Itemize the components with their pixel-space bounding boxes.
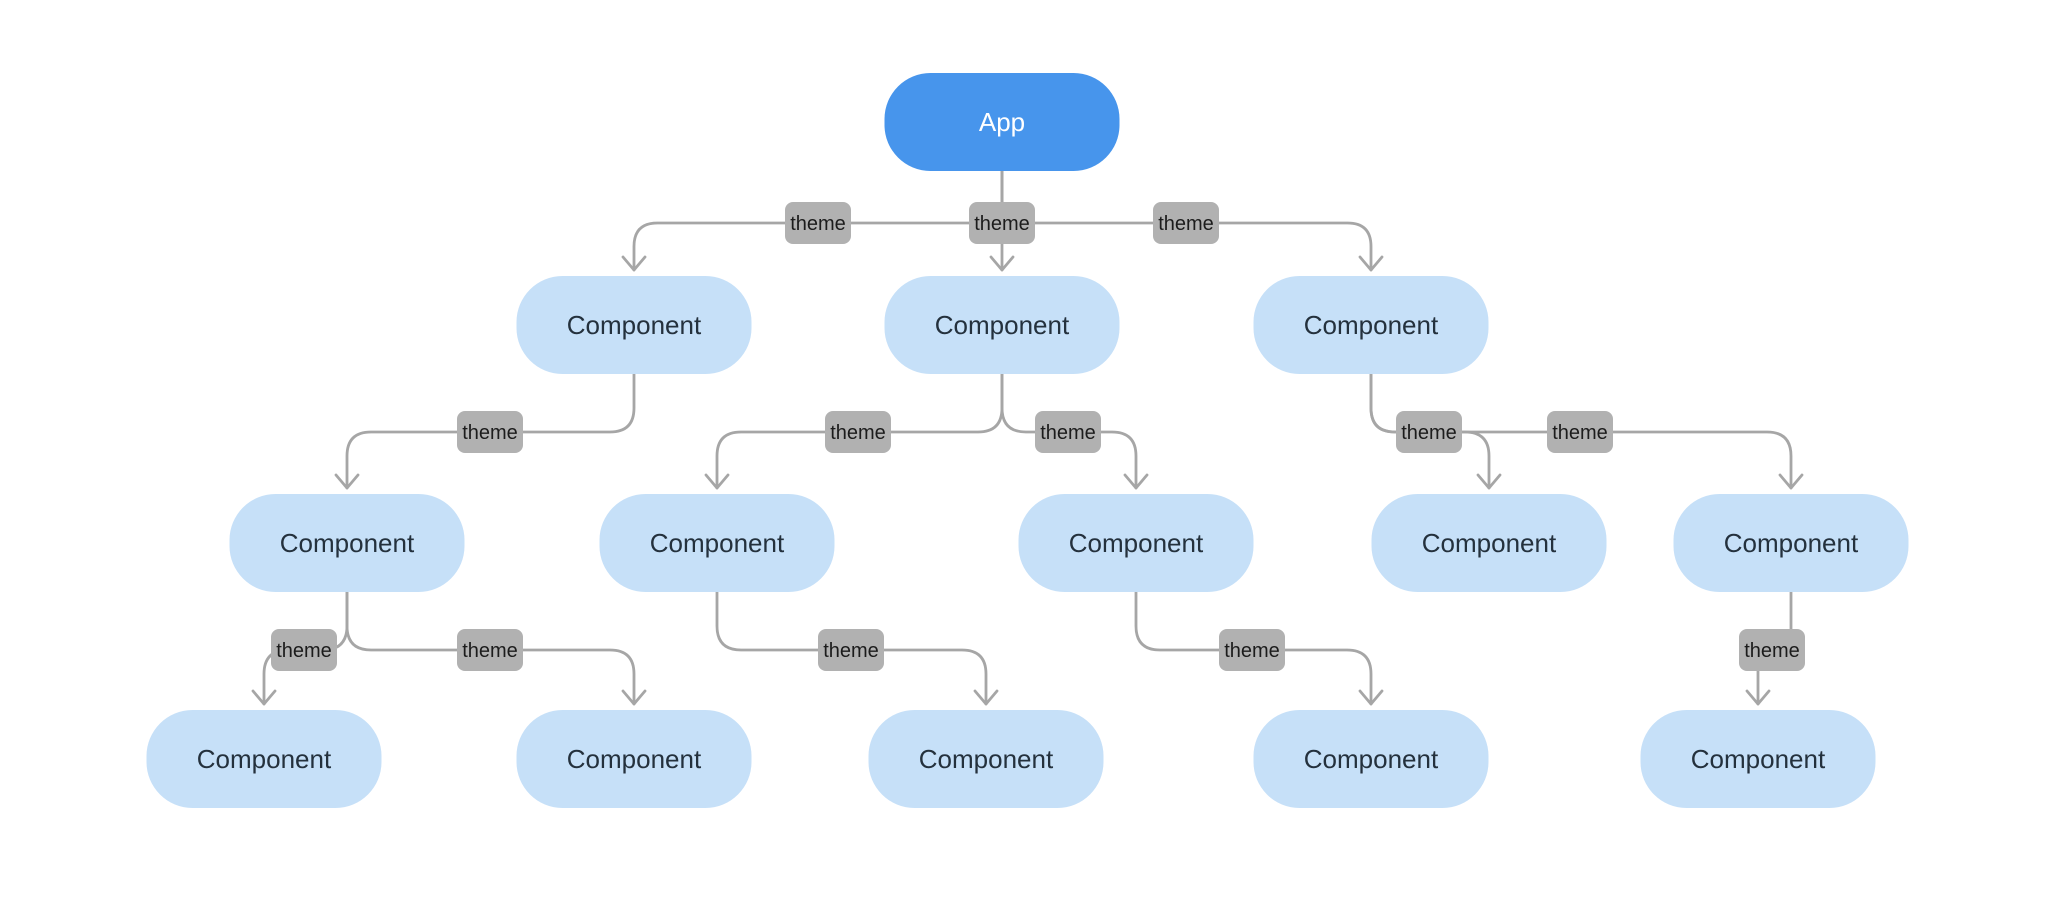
edge-label-badge: theme bbox=[1739, 629, 1805, 671]
edge-label: theme bbox=[462, 640, 518, 662]
arrowhead-icon bbox=[1745, 689, 1771, 706]
edge-label-badge: theme bbox=[1219, 629, 1285, 671]
edge-label: theme bbox=[462, 422, 518, 444]
edge-labels-layer: theme theme theme theme theme theme theme theme… bbox=[271, 202, 1805, 671]
node-app: App bbox=[884, 73, 1120, 171]
edge-label-background bbox=[785, 202, 851, 244]
edge-label: theme bbox=[1158, 213, 1214, 235]
node-shape bbox=[1673, 494, 1909, 592]
node-component-c4: Component bbox=[229, 494, 465, 592]
node-shape bbox=[884, 276, 1120, 374]
edge-label: theme bbox=[1744, 640, 1800, 662]
node-label: Component bbox=[567, 310, 702, 340]
node-component-c13: Component bbox=[1640, 710, 1876, 808]
edge-label: theme bbox=[823, 640, 879, 662]
arrowhead-icon bbox=[1358, 255, 1384, 272]
edge-label-background bbox=[271, 629, 337, 671]
edge-label-background bbox=[457, 411, 523, 453]
node-app-shape bbox=[884, 73, 1120, 171]
edge-label-background bbox=[457, 629, 523, 671]
edge-label: theme bbox=[1401, 422, 1457, 444]
node-component-c6: Component bbox=[1018, 494, 1254, 592]
node-shape bbox=[1253, 710, 1489, 808]
edge-label-background bbox=[1739, 629, 1805, 671]
node-label: Component bbox=[1691, 744, 1826, 774]
node-label: App bbox=[979, 107, 1025, 137]
node-component-c12: Component bbox=[1253, 710, 1489, 808]
edge-label-badge: theme bbox=[969, 202, 1035, 244]
edge-label-background bbox=[825, 411, 891, 453]
edge-label-background bbox=[1547, 411, 1613, 453]
edge-label-background bbox=[818, 629, 884, 671]
arrowhead-icon bbox=[1778, 473, 1804, 490]
node-shape bbox=[146, 710, 382, 808]
edge-label: theme bbox=[790, 213, 846, 235]
arrowhead-icon bbox=[1358, 689, 1384, 706]
edge-label: theme bbox=[276, 640, 332, 662]
edge-label-badge: theme bbox=[1035, 411, 1101, 453]
arrowhead-icon bbox=[621, 255, 647, 272]
node-label: Component bbox=[1724, 528, 1859, 558]
node-shape bbox=[1640, 710, 1876, 808]
edge-label-badge: theme bbox=[825, 411, 891, 453]
arrowhead-icon bbox=[989, 255, 1015, 272]
edge-label: theme bbox=[830, 422, 886, 444]
node-shape bbox=[599, 494, 835, 592]
node-label: Component bbox=[1069, 528, 1204, 558]
node-shape bbox=[868, 710, 1104, 808]
edge-label-badge: theme bbox=[271, 629, 337, 671]
edge-label-badge: theme bbox=[457, 629, 523, 671]
arrowhead-icon bbox=[334, 473, 360, 490]
edge-label-background bbox=[969, 202, 1035, 244]
edge-label-background bbox=[1396, 411, 1462, 453]
node-component-c8: Component bbox=[1673, 494, 1909, 592]
node-label: Component bbox=[1304, 744, 1439, 774]
edge-label-badge: theme bbox=[785, 202, 851, 244]
arrowhead-icon bbox=[621, 689, 647, 706]
node-label: Component bbox=[1304, 310, 1439, 340]
node-component-c3: Component bbox=[1253, 276, 1489, 374]
node-shape bbox=[229, 494, 465, 592]
node-label: Component bbox=[567, 744, 702, 774]
node-label: Component bbox=[1422, 528, 1557, 558]
edge-label: theme bbox=[1040, 422, 1096, 444]
node-shape bbox=[1018, 494, 1254, 592]
arrowhead-icon bbox=[704, 473, 730, 490]
node-label: Component bbox=[197, 744, 332, 774]
arrowhead-icon bbox=[251, 689, 277, 706]
node-shape bbox=[516, 276, 752, 374]
node-label: Component bbox=[650, 528, 785, 558]
edge-label-badge: theme bbox=[457, 411, 523, 453]
node-component-c5: Component bbox=[599, 494, 835, 592]
edge-label-badge: theme bbox=[818, 629, 884, 671]
edge-label-background bbox=[1035, 411, 1101, 453]
node-shape bbox=[516, 710, 752, 808]
node-label: Component bbox=[935, 310, 1070, 340]
edge-label-badge: theme bbox=[1547, 411, 1613, 453]
node-label: Component bbox=[280, 528, 415, 558]
node-component-c2: Component bbox=[884, 276, 1120, 374]
arrowhead-icon bbox=[1123, 473, 1149, 490]
node-component-c9: Component bbox=[146, 710, 382, 808]
edge-label: theme bbox=[1552, 422, 1608, 444]
node-label: Component bbox=[919, 744, 1054, 774]
arrowhead-icon bbox=[973, 689, 999, 706]
node-component-c7: Component bbox=[1371, 494, 1607, 592]
edge-label-badge: theme bbox=[1396, 411, 1462, 453]
node-component-c1: Component bbox=[516, 276, 752, 374]
edge-label-background bbox=[1153, 202, 1219, 244]
node-component-c10: Component bbox=[516, 710, 752, 808]
node-shape bbox=[1371, 494, 1607, 592]
edge-label: theme bbox=[974, 213, 1030, 235]
node-component-c11: Component bbox=[868, 710, 1104, 808]
edge-label-background bbox=[1219, 629, 1285, 671]
arrowhead-icon bbox=[1476, 473, 1502, 490]
edge-label-badge: theme bbox=[1153, 202, 1219, 244]
edge-label: theme bbox=[1224, 640, 1280, 662]
node-shape bbox=[1253, 276, 1489, 374]
